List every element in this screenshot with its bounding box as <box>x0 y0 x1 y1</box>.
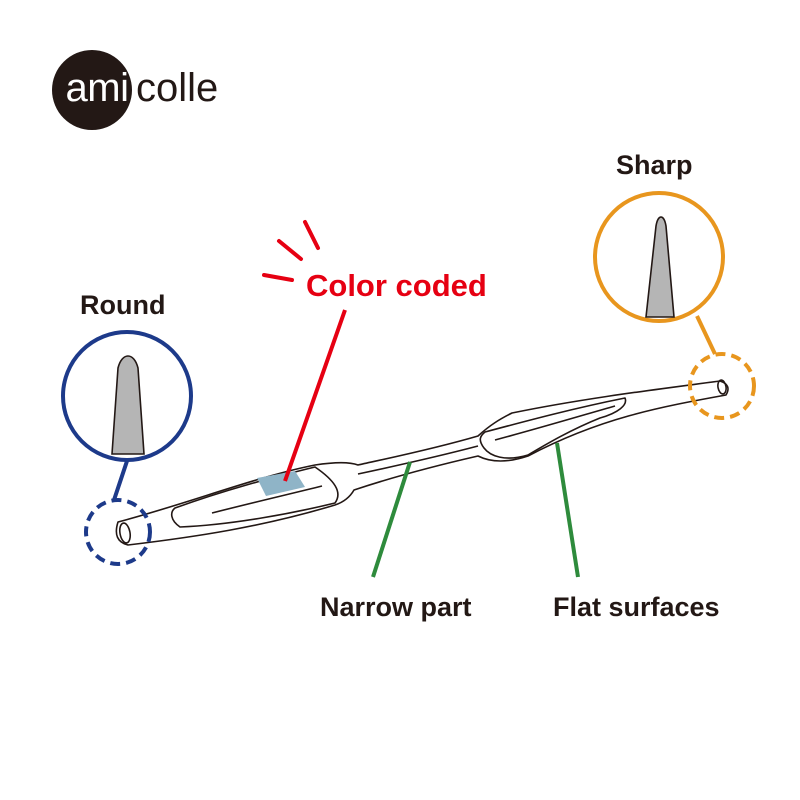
round-tip-dashed-circle <box>84 498 152 566</box>
emphasis-mark-2 <box>277 239 303 261</box>
flat-surfaces-label: Flat surfaces <box>553 592 720 622</box>
logo-circle: ami <box>52 50 132 130</box>
sharp-label: Sharp <box>616 150 693 180</box>
color-coded-label: Color coded <box>306 268 487 303</box>
color-band <box>257 471 305 496</box>
round-callout-connector <box>112 460 129 501</box>
emphasis-mark-3 <box>262 273 294 282</box>
emphasis-mark-1 <box>303 220 320 250</box>
sharp-tip-shape <box>645 216 675 318</box>
flat-surface-left-facet <box>170 466 339 528</box>
amicolle-logo: ami colle <box>52 50 218 130</box>
sharp-callout-connector <box>695 315 717 355</box>
logo-text-ami: ami <box>65 65 129 110</box>
tool-outline <box>115 380 729 546</box>
flat-surface-right-facet <box>479 397 627 459</box>
tip-left-end <box>118 522 132 544</box>
narrow-part-label: Narrow part <box>320 592 472 622</box>
round-callout <box>61 330 193 566</box>
flat-surfaces-pointer <box>555 442 580 578</box>
logo-text-colle: colle <box>136 65 219 110</box>
tip-right-end <box>717 379 727 395</box>
narrow-part-pointer <box>371 461 412 578</box>
color-coded-pointer <box>283 309 347 482</box>
emphasis-marks <box>262 220 320 282</box>
round-tip-shape <box>111 355 145 455</box>
tool-body <box>115 379 729 546</box>
sharp-tip-dashed-circle <box>688 352 756 420</box>
sharp-callout <box>593 191 756 420</box>
round-label: Round <box>80 290 166 320</box>
flat-surface-right-inner <box>494 405 616 441</box>
narrow-part-line <box>357 445 479 475</box>
flat-surface-left-inner <box>211 485 323 514</box>
